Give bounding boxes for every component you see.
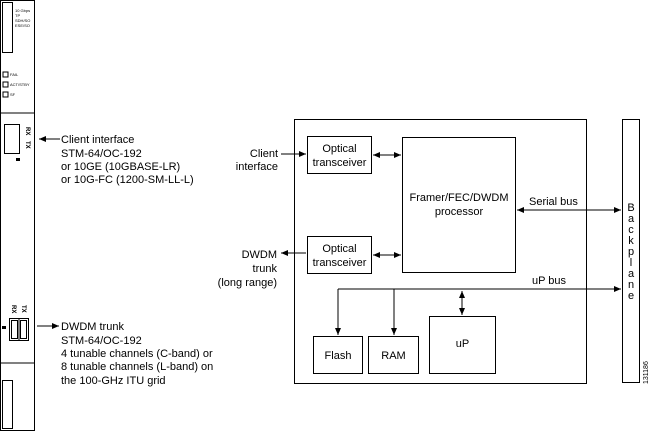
optical-transceiver-bottom [307,236,372,274]
framer-line-1: Framer/FEC/DWDM [410,192,509,204]
led-label-fail: FAIL [10,72,19,77]
bottom-ejector [2,380,13,429]
led-fail [2,71,9,78]
backplane-letter: B [627,202,634,214]
top-ejector [2,2,13,53]
optical-bottom-line-1: Optical [322,243,356,255]
backplane-label: B a c k p l a n e [627,202,635,302]
backplane-letter: p [628,246,634,258]
card-faceplate: 10 Gbps TP SDH/SO ESE/SO FAIL ACT/STBY S… [0,0,35,431]
framer-processor [402,137,516,273]
ram-label: RAM [381,350,405,362]
backplane-letter: n [628,279,634,291]
backplane-letter: l [630,257,632,269]
dwdm-trunk-label-1: DWDM [242,249,277,261]
flash-block [313,336,363,374]
figure-id: 131186 [643,361,650,384]
trunk-callout-line-4: 8 tunable channels (L-band) on [61,361,213,373]
led-label-act-stby: ACT/STBY [10,82,30,87]
dwdm-trunk-label-3: (long range) [218,277,277,289]
backplane-letter: k [628,235,634,247]
optical-bottom-line-2: transceiver [313,257,367,269]
serial-bus-label: Serial bus [529,196,578,208]
backplane-letter: a [628,213,635,225]
framer-line-2: processor [435,206,484,218]
up-label: uP [456,338,469,350]
card-label-line-2: TP [15,13,20,18]
trunk-callout-line-2: STM-64/OC-192 [61,335,142,347]
led-act-stby [2,81,9,88]
trunk-port-rx-label: RX [10,305,16,313]
trunk-callout-line-3: 4 tunable channels (C-band) or [61,348,213,360]
flash-label: Flash [325,350,352,362]
optical-top-line-2: transceiver [313,157,367,169]
client-port [4,124,20,154]
optical-transceiver-top [307,136,372,174]
trunk-port-tx-label: TX [20,305,26,313]
client-port-rx-label: RX [24,127,30,135]
backplane-letter: a [628,268,635,280]
trunk-port-indicator [2,326,6,329]
client-port-indicator [16,158,20,161]
up-block [429,316,496,374]
backplane [622,119,640,383]
client-port-tx-label: TX [24,141,30,149]
dwdm-trunk-label-2: trunk [253,263,278,275]
backplane-letter: c [628,224,634,236]
trunk-callout-line-1: DWDM trunk [61,321,124,333]
ram-block [368,336,419,374]
client-callout-line-3: or 10GE (10GBASE-LR) [61,161,180,173]
client-callout-line-4: or 10G-FC (1200-SM-LL-L) [61,174,194,186]
backplane-letter: e [628,290,634,302]
optical-top-line-1: Optical [322,143,356,155]
client-callout-line-1: Client interface [61,134,134,146]
card-label-line-1: 10 Gbps [15,8,30,13]
client-interface-label-2: interface [236,161,278,173]
client-callout-line-2: STM-64/OC-192 [61,148,142,160]
card-label-line-3: SDH/SO [15,18,30,23]
card-label-line-4: ESE/SO [15,23,30,28]
up-bus-label: uP bus [532,275,567,287]
trunk-callout-line-5: the 100-GHz ITU grid [61,375,166,387]
led-label-sf: SF [10,92,16,97]
client-interface-label-1: Client [250,148,278,160]
led-sf [2,91,9,98]
